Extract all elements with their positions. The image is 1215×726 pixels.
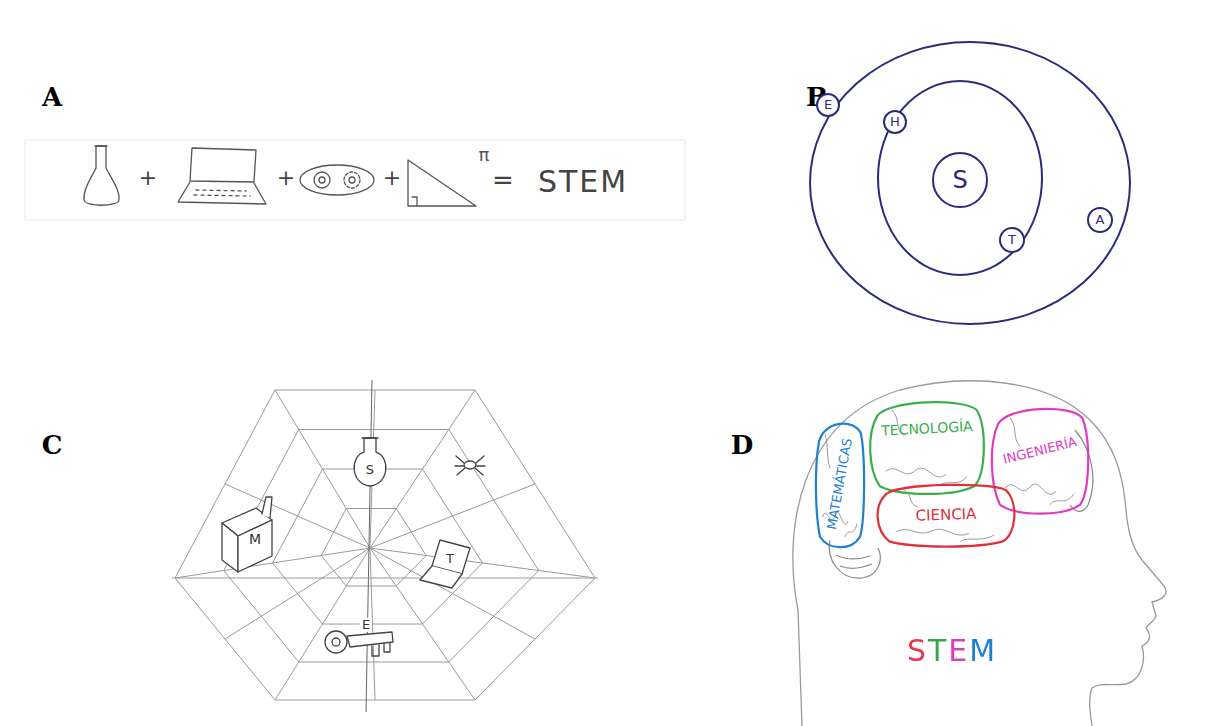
brain-region: INGENIERÍA xyxy=(990,404,1090,516)
flask-icon xyxy=(84,146,119,205)
orbit-circle: H xyxy=(883,110,907,134)
panel-letter: A xyxy=(42,83,62,112)
region-name: CIENCIA xyxy=(915,506,976,525)
equals-sign: = xyxy=(492,166,514,195)
box-front xyxy=(238,520,272,572)
web-ring xyxy=(175,390,595,700)
brain-back xyxy=(829,430,1093,578)
box-side xyxy=(222,523,238,572)
brain-folds xyxy=(823,434,858,537)
web-ring xyxy=(273,469,483,624)
circle-letter: A xyxy=(1096,213,1105,227)
stem-word: STEM xyxy=(907,634,997,667)
result-word: STEM xyxy=(538,165,628,198)
brain-region: MATEMÁTICAS xyxy=(815,418,865,550)
icon-letter: T xyxy=(444,552,456,566)
web-ring xyxy=(224,430,539,663)
region-name: INGENIERÍA xyxy=(1002,435,1079,467)
pi-symbol: π xyxy=(479,145,490,165)
web-spoke xyxy=(370,484,535,548)
icon-letter: M xyxy=(247,532,263,547)
plus-sign: + xyxy=(277,166,295,190)
region-outline xyxy=(868,398,986,496)
brain-region: TECNOLOGÍA xyxy=(868,398,986,496)
circle-letter: E xyxy=(824,98,832,112)
web-icons xyxy=(222,438,485,656)
panel-letter: D xyxy=(731,431,754,460)
plus-sign: + xyxy=(383,166,401,190)
brain-region: CIENCIA xyxy=(875,482,1017,548)
laptop-icon xyxy=(190,148,256,182)
orbit-circle: T xyxy=(999,227,1025,253)
panel-letter: C xyxy=(42,431,63,460)
equation-icons xyxy=(25,140,685,220)
web-thread xyxy=(366,380,372,712)
brain-folds xyxy=(896,490,994,541)
region-border xyxy=(878,485,1015,547)
head-shape xyxy=(780,380,1170,726)
region-border xyxy=(870,402,984,494)
web-spoke xyxy=(275,548,370,700)
region-name: MATEMÁTICAS xyxy=(825,437,855,530)
region-border xyxy=(816,424,864,548)
gears-icon xyxy=(300,165,374,195)
head-outline: STEM TECNOLOGÍA INGENIERÍA MATEMÁTICAS CIENC… xyxy=(780,380,1170,726)
orbits xyxy=(810,42,1130,324)
nucleus-circle: S xyxy=(932,152,988,208)
circle-letter: H xyxy=(890,115,900,129)
circle-letter: T xyxy=(1008,233,1016,247)
web-spoke xyxy=(370,548,595,578)
cerebellum xyxy=(829,540,880,578)
paper-strip xyxy=(25,140,685,220)
spider-icon xyxy=(455,456,485,475)
orbit-circle: E xyxy=(816,93,840,117)
circle-letter: S xyxy=(952,167,967,193)
web-spoke xyxy=(370,548,535,639)
plus-sign: + xyxy=(139,166,157,190)
flask-icon xyxy=(354,438,386,486)
orbit-circle: A xyxy=(1087,207,1113,233)
head-profile xyxy=(793,381,1166,726)
laptop-base xyxy=(420,566,462,588)
box-tab xyxy=(262,497,272,518)
icon-letter: S xyxy=(364,463,376,477)
key-bow xyxy=(325,631,347,653)
region-border xyxy=(992,409,1088,514)
icon-letter: E xyxy=(360,618,372,632)
web-thread xyxy=(172,578,598,579)
triangle-icon xyxy=(408,160,476,206)
spider-web xyxy=(172,380,598,712)
region-name: TECNOLOGÍA xyxy=(881,419,973,439)
key-shaft xyxy=(347,632,393,647)
inner-orbit xyxy=(878,81,1042,275)
web-ring xyxy=(321,509,426,587)
outer-orbit xyxy=(810,42,1130,324)
